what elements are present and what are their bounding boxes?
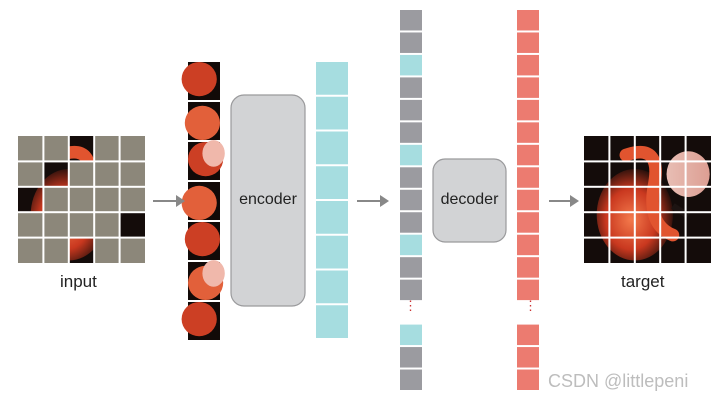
encoded-token [400, 324, 422, 346]
masked-patch [94, 237, 120, 263]
decoder-input-tokens [400, 10, 422, 390]
reconstructed-token [517, 32, 539, 53]
encoded-token [316, 62, 348, 95]
mask-token [400, 32, 422, 53]
mask-token [400, 99, 422, 121]
watermark: CSDN @littlepeni [548, 371, 689, 391]
encoded-token [316, 201, 348, 234]
target-image [584, 136, 711, 263]
reconstructed-token [517, 10, 539, 31]
encoded-token [316, 235, 348, 269]
reconstructed-token [517, 347, 539, 368]
reconstructed-token [517, 369, 539, 390]
encoded-token [400, 144, 422, 166]
mask-token [400, 257, 422, 278]
ellipsis-decoder-input: ⋮ [404, 298, 417, 313]
reconstructed-token [517, 212, 539, 233]
encoder-output-tokens [316, 62, 348, 338]
encoded-token [400, 234, 422, 256]
masked-patch [68, 212, 95, 238]
reconstructed-token [517, 144, 539, 166]
visible-patches-column [181, 62, 225, 340]
decoder-output-tokens [517, 10, 539, 390]
encoded-token [316, 270, 348, 304]
masked-patch [43, 136, 69, 162]
visible-patch [188, 140, 225, 180]
input-label: input [60, 272, 97, 291]
arrow-right-icon [357, 195, 389, 207]
visible-patch [184, 222, 220, 260]
target-label: target [621, 272, 665, 291]
encoded-token [316, 166, 348, 199]
visible-patch [181, 302, 220, 340]
mask-token [400, 10, 422, 31]
mask-token [400, 167, 422, 188]
mask-token [400, 212, 422, 233]
reconstructed-token [517, 279, 539, 301]
decoder-label: decoder [440, 191, 499, 208]
masked-patch [94, 212, 120, 238]
reconstructed-token [517, 189, 539, 211]
masked-patch [94, 136, 120, 162]
reconstructed-token [517, 167, 539, 188]
reconstructed-token [517, 122, 539, 143]
masked-patch [94, 186, 120, 213]
encoder-box [230, 94, 306, 307]
visible-patch [188, 260, 225, 300]
encoded-token [316, 305, 348, 338]
reconstructed-token [517, 99, 539, 121]
ellipsis-decoder-output: ⋮ [524, 298, 537, 313]
masked-patch [18, 212, 44, 238]
masked-patch [18, 136, 44, 162]
visible-patch [181, 182, 220, 220]
mask-token [400, 347, 422, 368]
reconstructed-token [517, 234, 539, 256]
masked-patch [94, 161, 120, 187]
masked-patch [119, 136, 145, 162]
reconstructed-token [517, 257, 539, 278]
masked-patch [119, 237, 145, 263]
masked-patch [43, 212, 69, 238]
mask-token [400, 189, 422, 211]
arrow-right-icon [153, 195, 185, 207]
mask-token [400, 279, 422, 301]
visible-patch [181, 62, 220, 100]
masked-patch [18, 237, 44, 263]
reconstructed-token [517, 324, 539, 346]
visible-patch [184, 102, 220, 140]
encoded-token [316, 96, 348, 130]
encoder-label: encoder [239, 191, 297, 208]
reconstructed-token [517, 54, 539, 76]
mask-token [400, 369, 422, 390]
decoder-box [432, 158, 507, 243]
mask-token [400, 122, 422, 143]
arrow-right-icon [549, 195, 579, 207]
mask-token [400, 77, 422, 98]
masked-patch [68, 161, 95, 187]
input-image [18, 136, 145, 263]
reconstructed-token [517, 77, 539, 98]
masked-patch [68, 186, 95, 213]
masked-patch [119, 186, 145, 213]
masked-patch [18, 161, 44, 187]
encoded-token [400, 54, 422, 76]
masked-patch [43, 237, 69, 263]
masked-patch [43, 186, 69, 213]
encoded-token [316, 131, 348, 165]
masked-patch [119, 161, 145, 187]
